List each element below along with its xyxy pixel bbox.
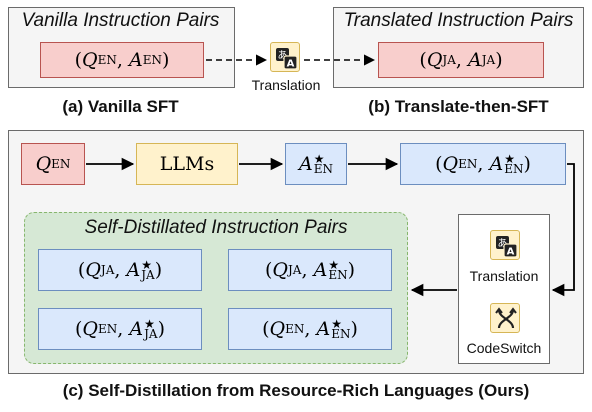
a-en-star-box: A★EN: [285, 143, 347, 185]
translation-label: Translation: [469, 268, 539, 284]
translate-icon: あ A: [270, 42, 300, 72]
caption-b: (b) Translate-then-SFT: [368, 97, 549, 116]
llms-label: LLMs: [159, 153, 215, 175]
svg-text:A: A: [287, 59, 295, 70]
panel-b-title: Translated Instruction Pairs: [343, 10, 574, 31]
codeswitch-label: CodeSwitch: [466, 340, 542, 356]
translate-icon-2: あ A: [490, 230, 520, 260]
svg-text:あ: あ: [498, 238, 508, 250]
augmentation-box: [458, 214, 550, 364]
translation-label-top: Translation: [251, 77, 321, 93]
caption-a: (a) Vanilla SFT: [62, 97, 179, 116]
llms-box: LLMs: [136, 143, 238, 185]
group-title: Self-Distillated Instruction Pairs: [84, 217, 348, 238]
panel-a-title: Vanilla Instruction Pairs: [21, 10, 220, 31]
caption-c: (c) Self-Distillation from Resource-Rich…: [62, 381, 530, 400]
codeswitch-icon: [490, 303, 520, 333]
arrow-pair-to-aug: [551, 163, 575, 297]
svg-text:あ: あ: [278, 50, 288, 62]
svg-text:A: A: [507, 247, 515, 258]
